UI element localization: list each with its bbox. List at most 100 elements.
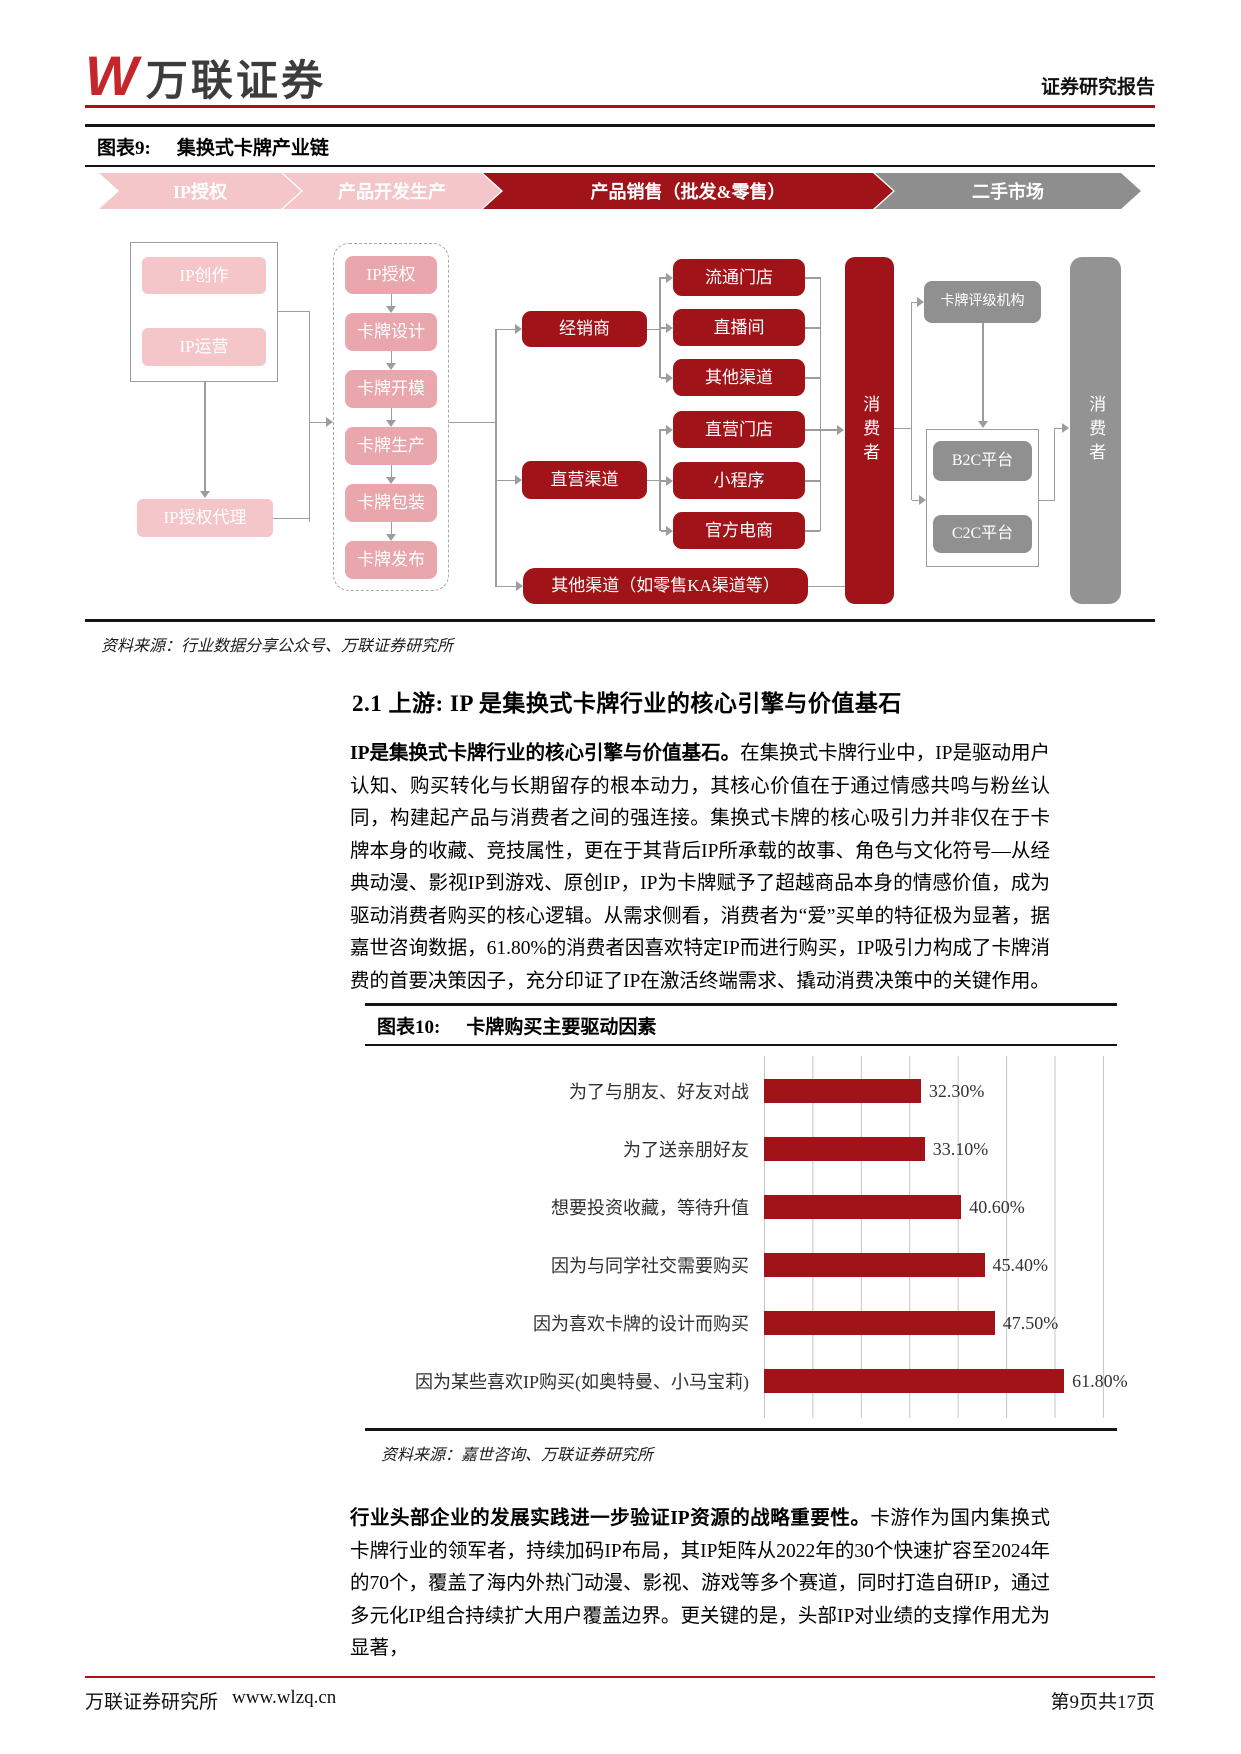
connector-line — [496, 328, 516, 330]
connector-line — [1039, 499, 1054, 501]
connector-line — [805, 480, 820, 482]
node-label: IP授权 — [366, 265, 416, 285]
arrowhead-icon — [326, 417, 333, 427]
node-label: 卡牌评级机构 — [940, 293, 1025, 309]
connector-line — [805, 327, 820, 329]
connector-line — [660, 480, 667, 482]
connector-line — [805, 377, 820, 379]
connector-line — [278, 310, 309, 312]
arrowhead-icon — [666, 424, 673, 435]
chart-row: 为了与朋友、好友对战 32.30% — [379, 1062, 1117, 1120]
connector-line — [1053, 427, 1055, 501]
figure9-bottom-rule — [85, 619, 1155, 622]
node-retail-store: 流通门店 — [673, 259, 805, 296]
connector-line — [647, 328, 659, 330]
chart-value-label: 40.60% — [969, 1197, 1025, 1217]
chart-plot-cell: 47.50% — [764, 1311, 1104, 1335]
arrowhead-icon — [386, 534, 397, 541]
chart-plot-cell: 32.30% — [764, 1079, 1104, 1103]
arrowhead-icon — [666, 322, 673, 333]
connector-line — [390, 351, 392, 363]
footer-page-number: 第9页共17页 — [1050, 1692, 1155, 1713]
node-label: 直播间 — [713, 317, 765, 337]
paragraph-text: 卡游作为国内集换式卡牌行业的领军者，持续加码IP布局，其IP矩阵从2022年的3… — [350, 1508, 1050, 1659]
connector-line — [805, 530, 820, 532]
section-heading: 2.1 上游: IP 是集换式卡牌行业的核心引擎与价值基石 — [352, 691, 902, 716]
node-label: IP创作 — [179, 265, 229, 285]
arrowhead-icon — [386, 363, 397, 370]
connector-line — [805, 277, 820, 279]
node-step-ip-license: IP授权 — [345, 256, 437, 294]
figure9-title: 集换式卡牌产业链 — [176, 138, 329, 159]
stage-banner-sales: 产品销售（批发&零售） — [483, 173, 893, 209]
connector-line — [390, 465, 392, 477]
node-label: 卡牌发布 — [357, 550, 425, 570]
connector-line — [390, 408, 392, 420]
chart-bar — [764, 1369, 1065, 1393]
figure9-label: 图表9: — [97, 138, 151, 159]
connector-line — [495, 328, 497, 587]
page-footer: 万联证券研究所 www.wlzq.cn 第9页共17页 — [85, 1676, 1155, 1714]
stage-banner-production: 产品开发生产 — [283, 173, 501, 209]
node-label: 卡牌生产 — [357, 436, 425, 456]
body-paragraph-2: 行业头部企业的发展实践进一步验证IP资源的战略重要性。卡游作为国内集换式卡牌行业… — [350, 1503, 1050, 1666]
paragraph-bold-lead: 行业头部企业的发展实践进一步验证IP资源的战略重要性。 — [350, 1508, 871, 1529]
footer-institute: 万联证券研究所 — [85, 1692, 219, 1713]
connector-line — [660, 327, 667, 329]
node-label: 直营门店 — [705, 419, 773, 439]
node-livestream: 直播间 — [673, 309, 805, 346]
arrowhead-icon — [666, 372, 673, 383]
connector-line — [894, 427, 911, 429]
chart-plot-cell: 45.40% — [764, 1253, 1104, 1277]
node-label: 卡牌包装 — [357, 493, 425, 513]
node-label: 官方电商 — [705, 520, 773, 540]
node-label: 消费者 — [860, 394, 880, 467]
node-card-rating-agency: 卡牌评级机构 — [924, 281, 1041, 323]
node-label: 消费者 — [1086, 394, 1106, 467]
connector-line — [910, 302, 912, 500]
node-label: 卡牌开模 — [357, 379, 425, 399]
stage-label: 二手市场 — [972, 182, 1044, 202]
connector-line — [496, 585, 517, 587]
arrowhead-icon — [919, 495, 926, 505]
connector-line — [310, 421, 326, 423]
node-c2c-platform: C2C平台 — [933, 515, 1032, 553]
connector-line — [204, 382, 206, 494]
arrowhead-icon — [917, 297, 924, 307]
connector-line — [912, 499, 919, 501]
arrowhead-icon — [515, 475, 522, 485]
node-label: IP授权代理 — [163, 508, 247, 528]
chart-bar — [764, 1079, 921, 1103]
chart-value-label: 32.30% — [928, 1081, 985, 1101]
node-label: C2C平台 — [951, 524, 1014, 542]
figure9-title-row: 图表9: 集换式卡牌产业链 — [85, 127, 1155, 167]
body-paragraph-1: IP是集换式卡牌行业的核心引擎与价值基石。在集换式卡牌行业中，IP是驱动用户认知… — [350, 738, 1050, 998]
node-step-production: 卡牌生产 — [345, 427, 437, 465]
connector-line — [982, 323, 984, 421]
node-label: B2C平台 — [951, 451, 1014, 469]
flowchart: IP授权 产品开发生产 产品销售（批发&零售） 二手市场 IP创作 IP运营 I… — [85, 169, 1155, 619]
connector-line — [390, 294, 392, 306]
page-header: W 万联证券 证券研究报告 — [85, 42, 1155, 108]
node-b2c-platform: B2C平台 — [933, 441, 1032, 481]
connector-line — [647, 479, 659, 481]
connector-line — [449, 421, 495, 423]
figure9-source: 资料来源：行业数据分享公众号、万联证券研究所 — [101, 638, 454, 655]
connector-line — [819, 277, 821, 531]
connector-line — [660, 377, 667, 379]
arrowhead-icon — [666, 475, 673, 486]
chart-row: 因为喜欢卡牌的设计而购买 47.50% — [379, 1294, 1117, 1352]
stage-label: IP授权 — [173, 182, 227, 202]
chart-gridlines — [764, 1056, 1104, 1418]
node-mini-program: 小程序 — [673, 462, 805, 499]
node-label: 卡牌设计 — [357, 322, 425, 342]
figure9-block: 图表9: 集换式卡牌产业链 IP授权 产品开发生产 产品销售（批发&零售） 二手… — [85, 124, 1155, 656]
figure10-label: 图表10: — [377, 1017, 441, 1038]
logo-w-icon: W — [85, 44, 138, 107]
node-label: 直营渠道 — [550, 470, 619, 490]
footer-url: www.wlzq.cn — [232, 1687, 337, 1708]
node-other-channel-ka: 其他渠道（如零售KA渠道等） — [523, 568, 808, 604]
connector-line — [659, 277, 661, 378]
consumer-bar: 消费者 — [845, 257, 894, 604]
arrowhead-icon — [386, 420, 397, 427]
